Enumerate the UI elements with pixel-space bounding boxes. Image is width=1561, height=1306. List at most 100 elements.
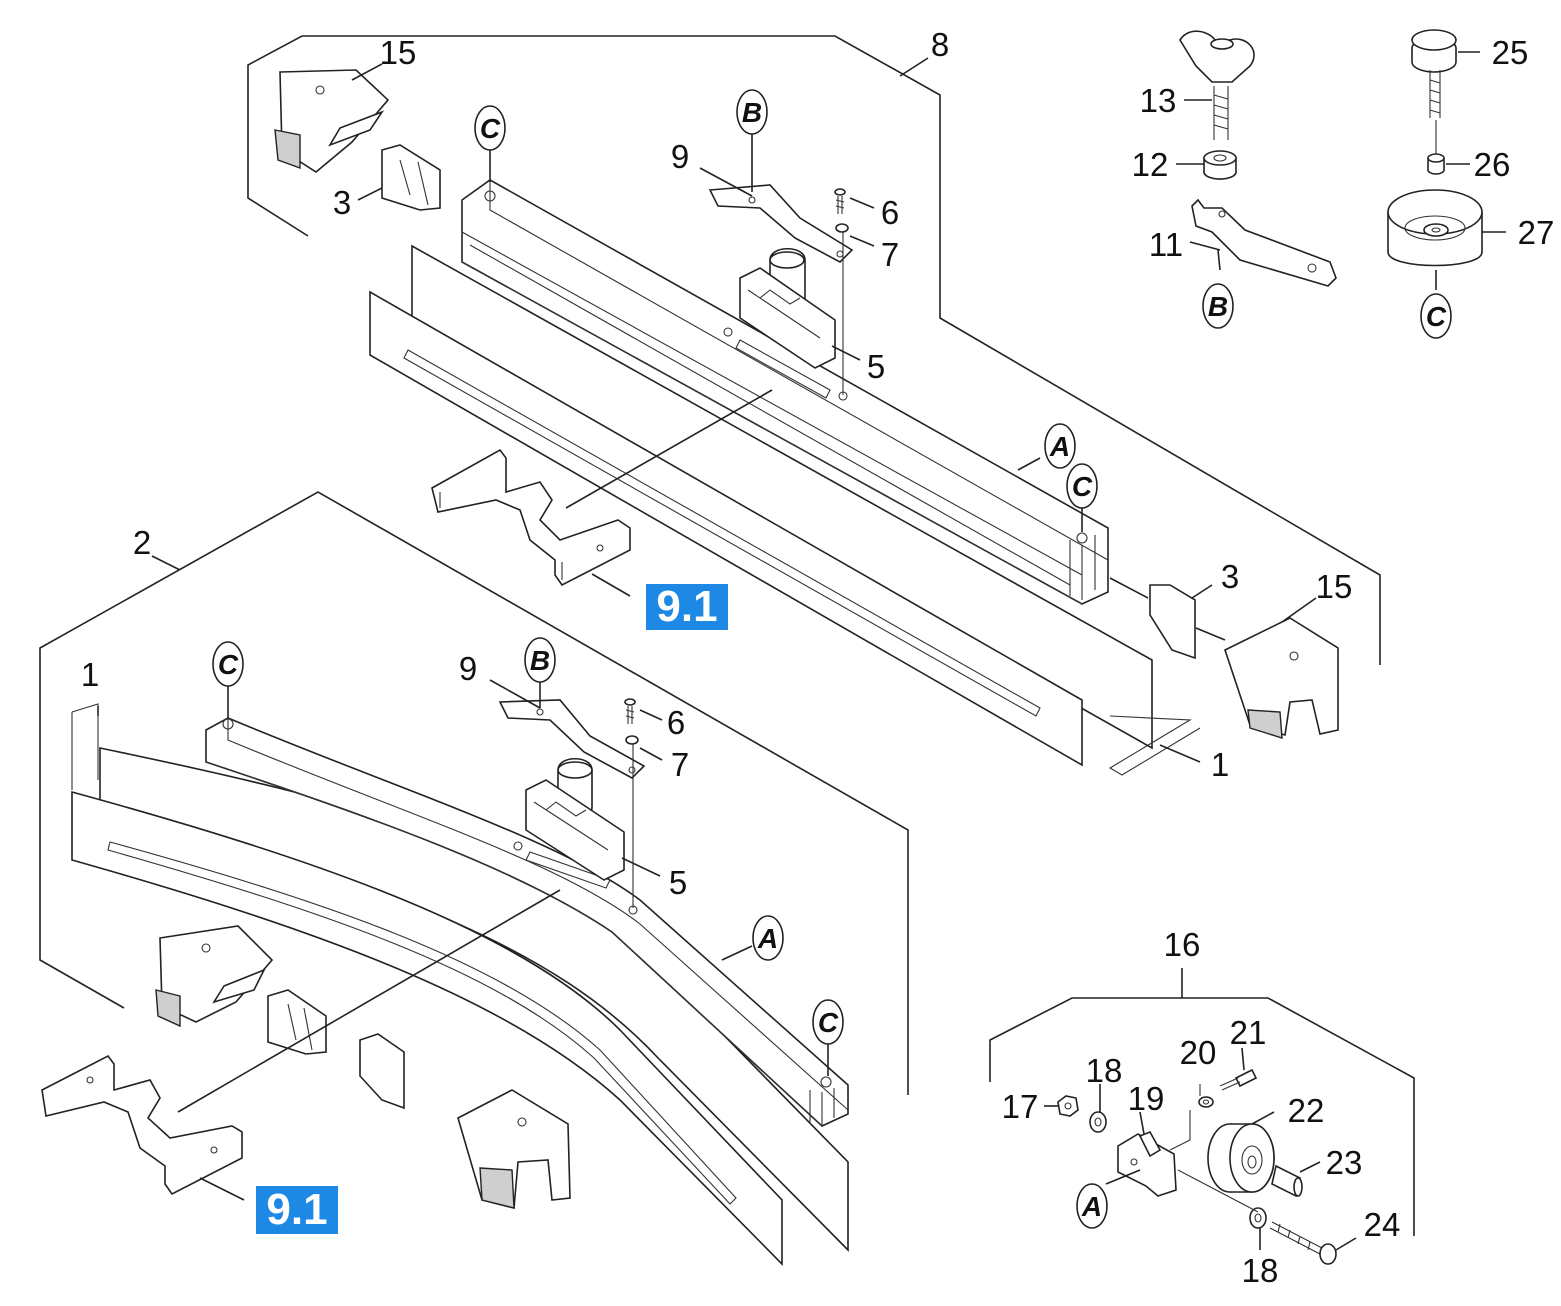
callout-21: 21 [1230,1014,1267,1051]
marker-C-3: C [1420,293,1452,339]
svg-text:B: B [1208,291,1228,322]
clip-lower-2 [359,1033,405,1110]
callout-1-left: 1 [81,656,99,693]
spacer-part-12 [1203,150,1237,180]
marker-B-1: B [736,89,768,135]
lower-assembly [39,491,909,1266]
axis-roller [1177,1169,1259,1213]
svg-text:A: A [1081,1191,1102,1222]
leader-3b [1191,584,1213,599]
marker-A-1: A [1044,423,1076,469]
foot-part-27 [1387,189,1483,267]
callout-3-upper-left: 3 [333,184,351,221]
svg-text:C: C [480,113,501,144]
clip-part-3-right [1149,584,1196,660]
callout-25: 25 [1492,34,1529,71]
callout-1-right: 1 [1211,746,1229,783]
callout-16: 16 [1164,926,1201,963]
screw-part-24 [1269,1221,1337,1265]
callout-8: 8 [931,26,949,63]
leader-2 [151,555,181,571]
knob-screw-part-25 [1411,29,1457,118]
clip-lower-1 [267,989,327,1055]
end-cap-lower-right [457,1089,571,1210]
svg-text:C: C [818,1007,839,1038]
callout-18-top: 18 [1086,1052,1123,1089]
callout-12: 12 [1132,146,1169,183]
marker-C-4: C [212,641,244,687]
marker-A-3: A [1076,1183,1108,1229]
callout-5-lower: 5 [669,864,687,901]
callout-6-lower: 6 [667,704,685,741]
leader-15b [1281,597,1317,623]
upper-cover-plate [369,244,1201,776]
leader-19 [1139,1111,1145,1135]
callout-9-upper: 9 [671,138,689,175]
callout-5-upper: 5 [867,348,885,385]
bracket-part-9-upper [708,184,854,263]
callout-15-right: 15 [1316,568,1353,605]
leader-9b [489,679,541,709]
callout-13: 13 [1140,82,1177,119]
lever-part-11 [1191,198,1337,287]
link-9-1-upper[interactable]: 9.1 [646,582,728,631]
lower-rail [205,717,849,1127]
callout-24: 24 [1364,1206,1401,1243]
marker-C-2: C [1066,463,1098,509]
callout-11: 11 [1149,226,1183,263]
leader-21 [1241,1047,1245,1071]
callout-18-bottom: 18 [1242,1252,1279,1289]
callout-9-lower: 9 [459,650,477,687]
leader-9a [699,167,753,197]
leader-B-lever [1217,249,1221,271]
guide-bracket-lower [41,1054,243,1196]
svg-text:C: C [1426,301,1447,332]
callout-22: 22 [1288,1092,1325,1129]
svg-text:A: A [757,923,778,954]
svg-text:B: B [530,645,550,676]
leader-link1 [591,573,631,597]
screw-part-6-upper [834,188,849,401]
screw-part-6-lower [624,698,639,915]
end-cap-lower-left [155,925,274,1028]
roller-part-22 [1207,1123,1275,1193]
leader-rail-lower [177,889,561,1113]
pin-part-26 [1427,153,1445,175]
callout-27: 27 [1518,214,1555,251]
callout-15-upper-left: 15 [380,34,417,71]
leader-6a [849,197,875,209]
marker-A-2: A [752,915,784,961]
leader-15a [351,63,383,81]
holder-part-5-lower [525,757,625,881]
lower-cover-plate-front [71,790,783,1266]
callout-26: 26 [1474,146,1511,183]
leader-A3 [1105,1169,1141,1185]
leader-24 [1335,1237,1357,1251]
washer-part-18-bottom [1249,1207,1267,1229]
leader-15b-a [1195,627,1226,641]
leader-7b [639,747,663,761]
leader-rail-upper [565,389,773,509]
washer-part-20 [1198,1096,1214,1108]
leader-3b-a [1109,577,1149,599]
roller-assembly [989,968,1415,1265]
holder-part-5-upper [739,248,836,369]
leader-7a [849,235,875,247]
callout-2: 2 [133,524,151,561]
svg-text:C: C [218,649,239,680]
leader-1b [1159,744,1201,763]
washer-part-18-top [1089,1111,1107,1133]
leader-5b [621,857,661,877]
link-9-1-lower[interactable]: 9.1 [256,1185,338,1234]
upper-assembly [247,35,1381,776]
group-8-bracket [247,35,1381,665]
callout-6-upper: 6 [881,194,899,231]
leader-5a [831,345,861,361]
leader-6b [639,709,663,721]
nut-part-17 [1057,1095,1079,1117]
svg-text:B: B [742,97,762,128]
callout-17: 17 [1002,1088,1039,1125]
leader-8 [899,57,929,77]
guide-bracket-upper [431,448,631,587]
